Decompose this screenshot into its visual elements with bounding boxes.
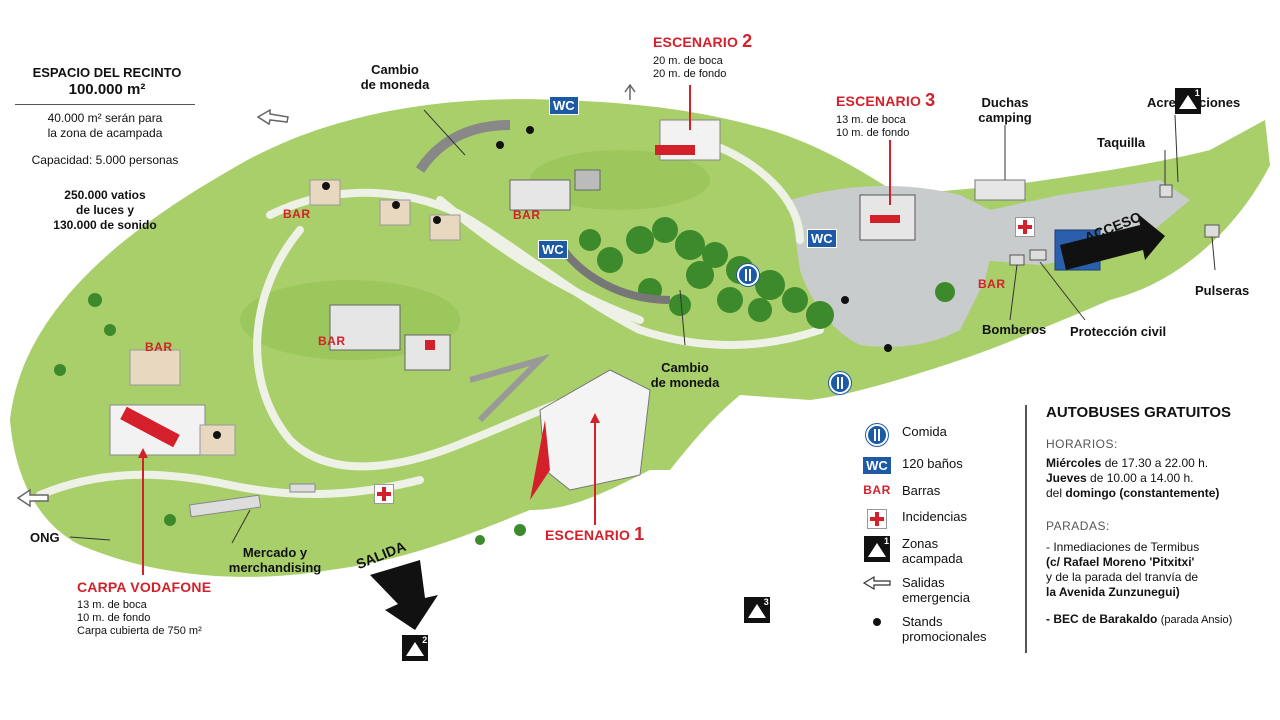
path-diagonal [436,196,644,324]
bus-schedule-3: del domingo (constantemente) [1046,486,1220,500]
stage-2-width: 20 m. de boca [653,55,723,67]
vodafone-tent-area: Carpa cubierta de 750 m² [77,625,202,637]
acceso-arrow [1060,214,1165,270]
path-center-loop [253,226,474,471]
vodafone-tent-width: 13 m. de boca [77,599,147,611]
legend-incidencias: Incidencias [862,509,967,529]
info-area: 100.000 m² [68,81,146,98]
first-aid-icon [1015,217,1036,237]
bar-sign: BAR [513,208,541,222]
info-capacity: Capacidad: 5.000 personas [31,153,179,167]
stage-3-width: 13 m. de boca [836,114,906,126]
bar-sign: BAR [318,334,346,348]
info-title: ESPACIO DEL RECINTO [32,65,182,80]
info-camp-line2: la zona de acampada [47,126,163,140]
food-icon [737,264,759,286]
camping-tent-icon: 1 [864,536,890,562]
bus-stop-1-line2: (c/ Rafael Moreno 'Pitxitxi' [1046,555,1195,569]
legend-bar: BAR Barras [862,483,940,498]
bus-stop-1-line1: - Inmediaciones de Termibus [1046,540,1200,554]
legend-wc: WC 120 baños [862,456,963,475]
stage-3-depth: 10 m. de fondo [836,127,910,139]
bus-title: AUTOBUSES GRATUITOS [1046,404,1232,421]
camping-tent-icon: 2 [402,635,429,661]
emergency-exits [16,83,636,508]
bus-stop-1-line4: la Avenida Zunzunegui) [1046,585,1180,599]
taquilla-label: Taquilla [1097,135,1146,150]
wc-sign: WC [807,229,837,248]
vodafone-tent-depth: 10 m. de fondo [77,612,151,624]
bus-paradas-heading: PARADAS: [1046,519,1110,533]
vodafone-tent-title: CARPA VODAFONE [77,579,212,595]
stage-1-title: ESCENARIO 1 [545,524,645,544]
stage-2-depth: 20 m. de fondo [653,68,727,80]
wc-icon: WC [862,456,892,475]
ong-label: ONG [30,530,60,545]
salida-arrow [370,560,438,630]
legend-label: Comida [902,424,947,439]
bus-stop-1-line3: y de la parada del tranvía de [1046,570,1199,584]
info-camp-line1: 40.000 m² serán para [47,111,163,125]
wc-sign: WC [549,96,579,115]
exit-arrow-icon [862,575,891,591]
first-aid-icon [373,484,394,504]
wc-sign: WC [538,240,568,259]
info-power-line1: 250.000 vatios [64,188,146,202]
bus-schedule-2: Jueves de 10.00 a 14.00 h. [1046,471,1194,485]
first-aid-icon [867,509,887,529]
stage-2-title: ESCENARIO 2 [653,31,753,51]
legend-label: 120 baños [902,456,963,471]
bar-icon: BAR [863,483,891,497]
legend-label: Barras [902,483,941,498]
bus-horarios-heading: HORARIOS: [1046,437,1118,451]
pulseras-label: Pulseras [1195,283,1250,298]
bomberos-label: Bomberos [982,322,1047,337]
legend-comida: Comida [862,424,947,446]
bar-sign: BAR [978,277,1006,291]
bus-schedule-1: Miércoles de 17.30 a 22.00 h. [1046,456,1209,470]
food-icon [829,372,852,394]
info-divider [15,104,195,105]
bus-stop-2: - BEC de Barakaldo (parada Ansio) [1046,612,1233,626]
path-west [36,470,424,499]
info-power-line3: 130.000 de sonido [53,218,157,232]
legend-label: Incidencias [902,509,968,524]
bar-sign: BAR [283,207,311,221]
proteccion-civil-label: Protección civil [1070,324,1167,339]
stage-3-title: ESCENARIO 3 [836,90,936,110]
camping-tent-icon: 3 [743,597,770,623]
camping-tent-icon: 1 [1174,88,1201,114]
food-icon [866,424,888,446]
stand-dots [213,126,892,439]
bar-sign: BAR [145,340,173,354]
legend-divider [1025,405,1027,653]
stand-dot-icon [873,618,881,626]
info-power-line2: de luces y [75,203,135,217]
